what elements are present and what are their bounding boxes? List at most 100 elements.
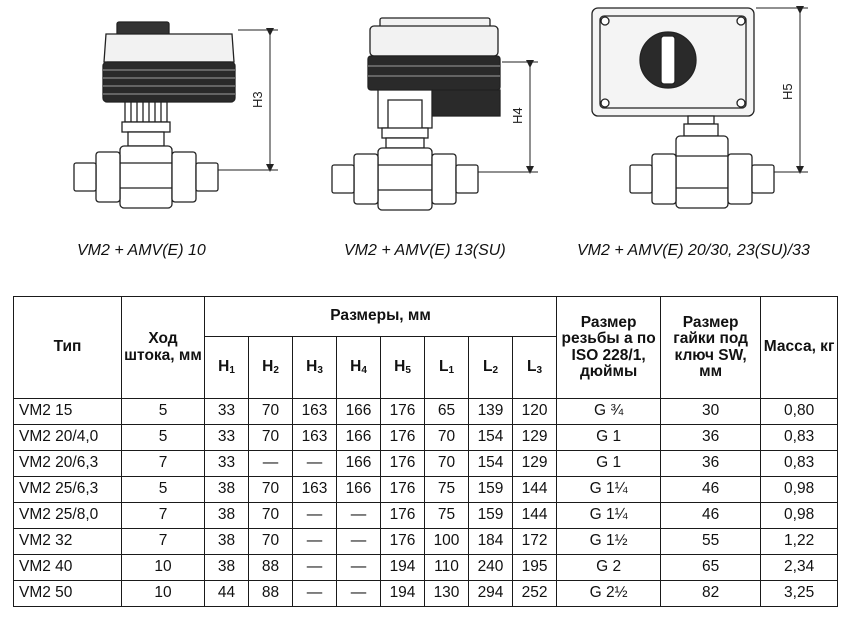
cell-h3: — [292, 554, 337, 581]
cell-type: VM2 32 [13, 528, 122, 555]
cell-h1: 38 [204, 554, 249, 581]
cell-h4: — [336, 528, 381, 555]
cell-l1: 65 [424, 398, 469, 425]
cell-thread: G 1¼ [556, 476, 662, 503]
cell-h3: 163 [292, 398, 337, 425]
valve-drawings: H3 H4 [73, 6, 808, 211]
cell-l2: 154 [468, 424, 513, 451]
header-letter: H [306, 357, 318, 375]
cell-l3: 144 [511, 502, 558, 529]
cell-h2: 70 [248, 398, 293, 425]
cell-stroke: 5 [121, 424, 205, 451]
cell-thread: G 1¼ [556, 502, 662, 529]
drawing-amv13 [331, 17, 501, 211]
header-subscript: 4 [361, 364, 367, 376]
cell-thread: G ¾ [556, 398, 662, 425]
cell-mass: 0,98 [760, 476, 839, 503]
cell-l1: 70 [424, 424, 469, 451]
cell-thread: G 1 [556, 450, 662, 477]
header-subscript: 5 [405, 364, 411, 376]
cell-h2: 88 [248, 580, 293, 607]
cell-l3: 129 [511, 450, 558, 477]
header-h2: H2 [248, 336, 293, 399]
cell-h3: — [292, 528, 337, 555]
drawing-amv20 [591, 7, 775, 209]
header-h5: H5 [380, 336, 425, 399]
header-letter: L [527, 357, 537, 375]
cell-nut: 65 [660, 554, 762, 581]
cell-nut: 46 [660, 476, 762, 503]
header-letter: L [438, 357, 449, 375]
cell-h5: 176 [380, 502, 425, 529]
header-subscript: 2 [273, 364, 279, 376]
cell-nut: 46 [660, 502, 762, 529]
cell-l2: 139 [468, 398, 513, 425]
cell-stroke: 10 [121, 580, 205, 607]
cell-thread: G 2 [556, 554, 662, 581]
cell-h4: 166 [336, 450, 381, 477]
header-h3: H3 [292, 336, 337, 399]
caption-amv10: VM2 + AMV(E) 10 [77, 242, 206, 259]
cell-l1: 75 [424, 476, 469, 503]
cell-nut: 30 [660, 398, 762, 425]
cell-thread: G 1 [556, 424, 662, 451]
cell-nut: 55 [660, 528, 762, 555]
cell-h2: 88 [248, 554, 293, 581]
h4-label: H4 [510, 107, 525, 124]
cell-mass: 3,25 [760, 580, 839, 607]
cell-l1: 130 [424, 580, 469, 607]
cell-mass: 2,34 [760, 554, 839, 581]
drawing-amv10 [73, 21, 236, 209]
header-l1: L1 [424, 336, 469, 399]
cell-h5: 176 [380, 398, 425, 425]
cell-l3: 172 [511, 528, 558, 555]
cell-h5: 176 [380, 476, 425, 503]
header-subscript: 2 [492, 364, 499, 376]
dimension-h3 [218, 28, 278, 172]
header-h4: H4 [336, 336, 381, 399]
cell-nut: 82 [660, 580, 762, 607]
cell-h1: 33 [204, 424, 249, 451]
cell-l1: 100 [424, 528, 469, 555]
header-subscript: 1 [448, 364, 455, 376]
cell-l3: 129 [511, 424, 558, 451]
cell-h5: 194 [380, 554, 425, 581]
header-letter: H [218, 357, 230, 375]
cell-h2: 70 [248, 476, 293, 503]
cell-l1: 70 [424, 450, 469, 477]
cell-l2: 159 [468, 502, 513, 529]
cell-l1: 75 [424, 502, 469, 529]
cell-h3: — [292, 580, 337, 607]
cell-type: VM2 20/6,3 [13, 450, 122, 477]
cell-mass: 0,80 [760, 398, 839, 425]
cell-h4: 166 [336, 424, 381, 451]
cell-h3: 163 [292, 424, 337, 451]
cell-nut: 36 [660, 424, 762, 451]
cell-h4: — [336, 554, 381, 581]
h3-label: H3 [250, 91, 265, 108]
cell-stroke: 7 [121, 450, 205, 477]
header-letter: L [482, 357, 493, 375]
cell-h5: 176 [380, 528, 425, 555]
cell-h4: — [336, 502, 381, 529]
header-l2: L2 [468, 336, 513, 399]
cell-h1: 38 [204, 528, 249, 555]
cell-h2: — [248, 450, 293, 477]
cell-thread: G 1½ [556, 528, 662, 555]
cell-l1: 110 [424, 554, 469, 581]
cell-stroke: 5 [121, 476, 205, 503]
cell-h1: 33 [204, 398, 249, 425]
cell-l3: 120 [511, 398, 558, 425]
cell-h2: 70 [248, 502, 293, 529]
cell-h2: 70 [248, 528, 293, 555]
cell-l3: 195 [511, 554, 558, 581]
header-subscript: 3 [317, 364, 323, 376]
header-letter: H [394, 357, 406, 375]
caption-amv20: VM2 + AMV(E) 20/30, 23(SU)/33 [577, 242, 810, 259]
cell-l2: 240 [468, 554, 513, 581]
